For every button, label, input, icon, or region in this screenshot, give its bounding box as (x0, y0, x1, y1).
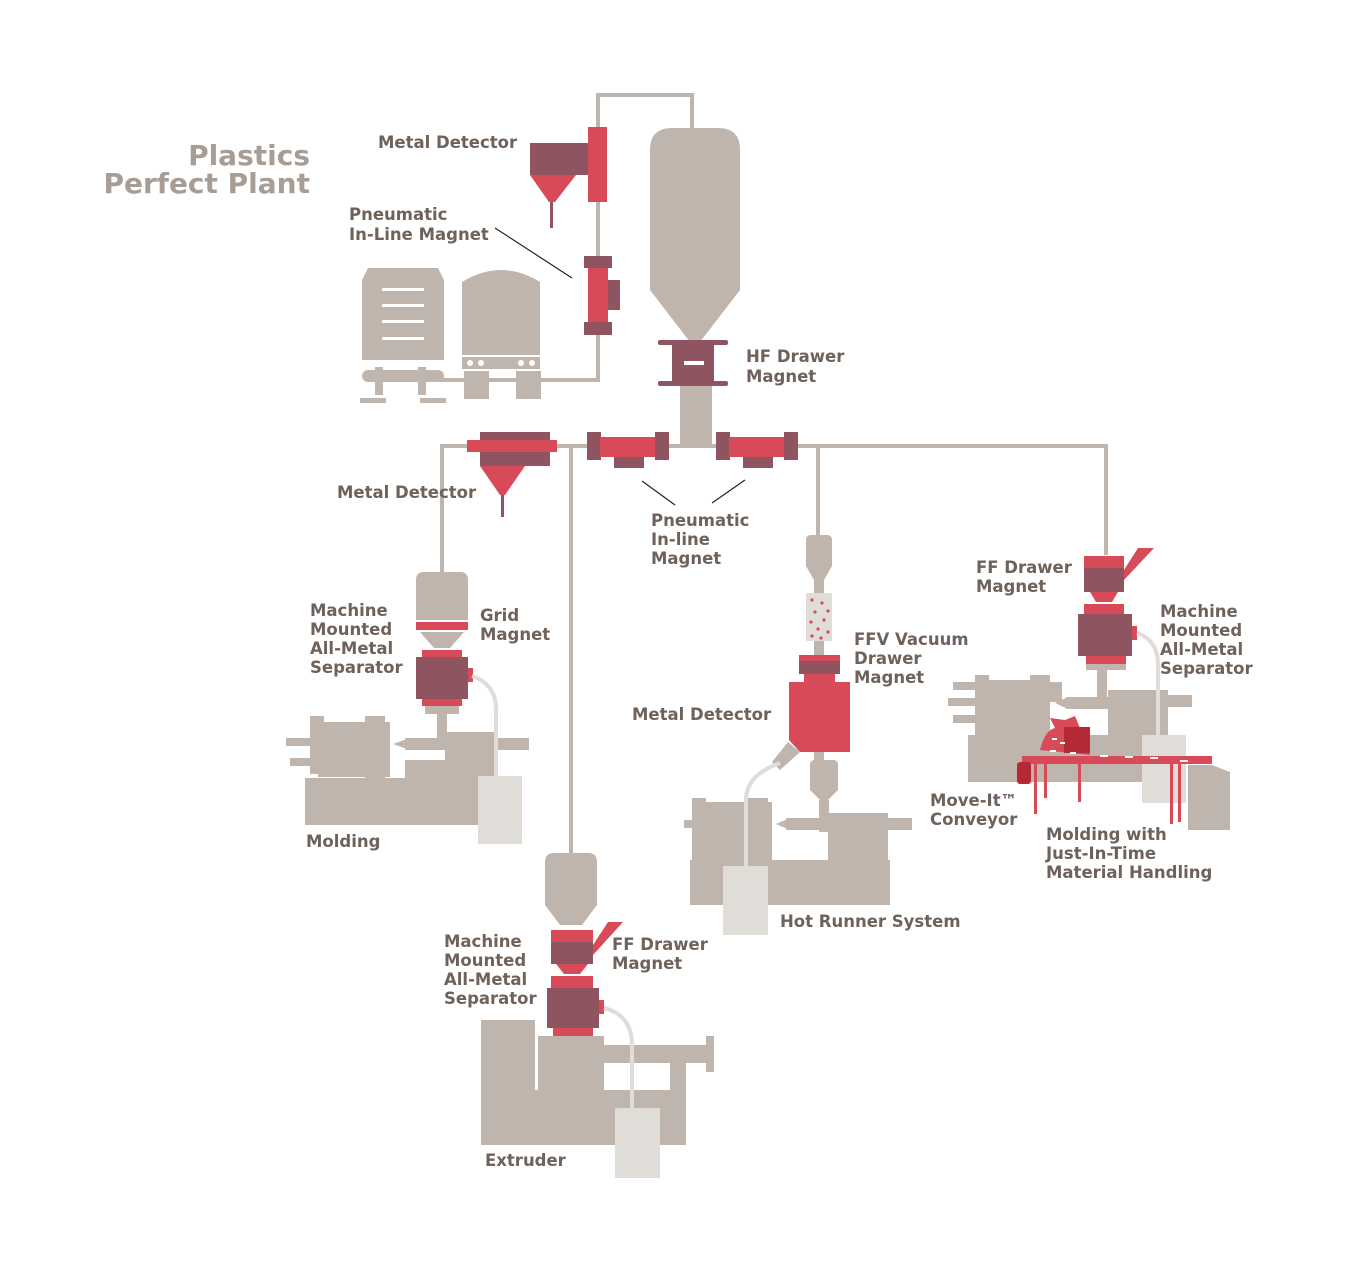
separator-right (1078, 614, 1137, 670)
move-it-label-1: Move-It™ (930, 791, 1017, 810)
material-tube (1136, 631, 1160, 735)
move-it-conveyor (1017, 716, 1230, 830)
separator-bottom-label-4: Separator (444, 989, 538, 1008)
metal-detector-left-label: Metal Detector (337, 483, 477, 502)
pneumatic-magnet-mid-right (716, 432, 798, 468)
pneumatic-mid-label-2: In-line (651, 530, 710, 549)
material-tube (471, 674, 498, 776)
ffv-label-3: Magnet (854, 668, 924, 687)
jit-label-2: Just-In-Time (1045, 844, 1156, 863)
move-it-label-2: Conveyor (930, 810, 1018, 829)
extruder-machine (481, 853, 714, 1145)
separator-left-label-4: Separator (310, 658, 404, 677)
separator-left-label-2: Mounted (310, 620, 392, 639)
metal-detector-top (530, 127, 607, 228)
ff-drawer-bottom-label-2: Magnet (612, 954, 682, 973)
leader-line (494, 227, 573, 279)
separator-right-label-4: Separator (1160, 659, 1254, 678)
box-truck (360, 268, 446, 403)
ffv-label-2: Drawer (854, 649, 922, 668)
ff-drawer-right-label-1: FF Drawer (976, 558, 1073, 577)
tank-truck (462, 270, 541, 399)
molding-label: Molding (306, 832, 380, 851)
collection-bin (615, 1108, 660, 1178)
molding-machine-left (286, 572, 529, 825)
pneumatic-mid-label-1: Pneumatic (651, 511, 749, 530)
leader-line (711, 479, 746, 504)
separator-bottom-label-2: Mounted (444, 951, 526, 970)
separator-right-label-2: Mounted (1160, 621, 1242, 640)
separator-bottom-label-3: All-Metal (444, 970, 527, 989)
hf-drawer-magnet (658, 340, 728, 386)
ffv-label-1: FFV Vacuum (854, 630, 969, 649)
separator-bottom-label-1: Machine (444, 932, 522, 951)
material-tube (603, 1006, 634, 1108)
storage-silo (650, 128, 740, 446)
collection-bin (478, 776, 522, 844)
hf-drawer-label-1: HF Drawer (746, 347, 845, 366)
pneumatic-mid-label-3: Magnet (651, 549, 721, 568)
pellets (809, 598, 830, 640)
grid-magnet-label-1: Grid (480, 606, 519, 625)
title-line-2: Perfect Plant (103, 167, 310, 200)
pneumatic-top-label-1: Pneumatic (349, 205, 447, 224)
jit-label-3: Material Handling (1046, 863, 1212, 882)
extruder-label: Extruder (485, 1151, 567, 1170)
ff-drawer-bottom-label-1: FF Drawer (612, 935, 709, 954)
metal-detector-top-label: Metal Detector (378, 133, 518, 152)
leader-line (641, 480, 676, 506)
grid-magnet-label-2: Magnet (480, 625, 550, 644)
ff-drawer-magnet-right (1084, 548, 1154, 614)
material-tube (744, 761, 781, 866)
collection-bin (723, 866, 768, 935)
separator-right-label-3: All-Metal (1160, 640, 1243, 659)
hf-drawer-label-2: Magnet (746, 367, 816, 386)
pneumatic-magnet-mid-left (587, 432, 669, 468)
metal-detector-left (467, 432, 557, 517)
pneumatic-magnet-top (584, 256, 620, 335)
hot-runner-label: Hot Runner System (780, 912, 961, 931)
title-line-1: Plastics (188, 139, 310, 172)
metal-detector-mid-label: Metal Detector (632, 705, 772, 724)
ff-drawer-right-label-2: Magnet (976, 577, 1046, 596)
separator-right-label-1: Machine (1160, 602, 1238, 621)
jit-label-1: Molding with (1046, 825, 1167, 844)
pneumatic-top-label-2: In-Line Magnet (349, 225, 489, 244)
separator-left-label-3: All-Metal (310, 639, 393, 658)
hot-runner-system (684, 535, 912, 905)
separator-left-label-1: Machine (310, 601, 388, 620)
